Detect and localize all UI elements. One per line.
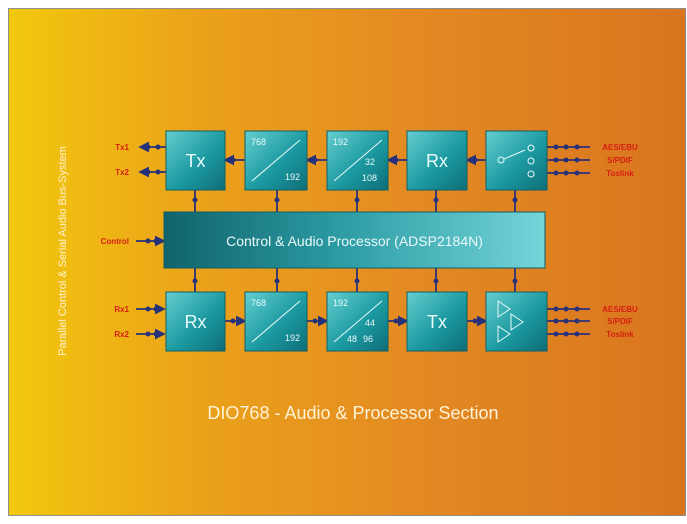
tx-top-block: Tx xyxy=(165,130,226,191)
tx2-label: Tx2 xyxy=(115,168,129,177)
switch-block xyxy=(485,130,548,191)
rx-bottom-block: Rx xyxy=(165,291,226,352)
rx-top-block: Rx xyxy=(406,130,468,191)
switch-contact-1-icon xyxy=(527,144,535,152)
diagram-caption: DIO768 - Audio & Processor Section xyxy=(207,403,499,423)
bottom-converter-2-label-c: 48 xyxy=(347,334,357,344)
tx1-label: Tx1 xyxy=(115,143,129,152)
tx-top-label: Tx xyxy=(186,151,206,171)
spdif-bottom-label: S/PDIF xyxy=(607,317,633,326)
top-converter-2-label-a: 192 xyxy=(333,137,348,147)
rx-top-label: Rx xyxy=(426,151,448,171)
bottom-converter-1-label-b: 192 xyxy=(285,333,300,343)
switch-contact-2-icon xyxy=(527,157,535,165)
switch-lever-icon xyxy=(503,149,526,160)
switch-contact-3-icon xyxy=(527,170,535,178)
amplifier-2-icon xyxy=(510,313,524,331)
control-label: Control xyxy=(101,237,129,246)
top-converter-2-label-c: 108 xyxy=(362,173,377,183)
amplifier-1-icon xyxy=(497,300,511,318)
side-label: Parallel Control & Serial Audio Bus-Syst… xyxy=(57,146,69,356)
bottom-converter-2-label-b: 44 xyxy=(365,318,375,328)
top-converter-1-label-b: 192 xyxy=(285,172,300,182)
processor-block: Control & Audio Processor (ADSP2184N) xyxy=(163,211,546,269)
amplifier-3-icon xyxy=(497,325,511,343)
connector-dots xyxy=(145,144,580,337)
rx2-label: Rx2 xyxy=(114,330,129,339)
bottom-converter-1: 768 192 xyxy=(244,291,308,352)
aes-ebu-bottom-label: AES/EBU xyxy=(602,305,638,314)
toslink-bottom-label: Toslink xyxy=(606,330,634,339)
bottom-converter-2-label-a: 192 xyxy=(333,298,348,308)
bottom-converter-1-label-a: 768 xyxy=(251,298,266,308)
processor-label: Control & Audio Processor (ADSP2184N) xyxy=(226,233,483,249)
driver-block xyxy=(485,291,548,352)
toslink-top-label: Toslink xyxy=(606,169,634,178)
tx-bottom-block: Tx xyxy=(406,291,468,352)
top-converter-2-label-b: 32 xyxy=(365,157,375,167)
rx1-label: Rx1 xyxy=(114,305,129,314)
bottom-converter-2: 192 44 48 96 xyxy=(326,291,389,352)
switch-common-icon xyxy=(497,156,505,164)
top-converter-1: 768 192 xyxy=(244,130,308,191)
bottom-converter-2-label-d: 96 xyxy=(363,334,373,344)
top-converter-2: 192 32 108 xyxy=(326,130,389,191)
tx-bottom-label: Tx xyxy=(427,312,447,332)
spdif-top-label: S/PDIF xyxy=(607,156,633,165)
top-converter-1-label-a: 768 xyxy=(251,137,266,147)
aes-ebu-top-label: AES/EBU xyxy=(602,143,638,152)
rx-bottom-label: Rx xyxy=(185,312,207,332)
